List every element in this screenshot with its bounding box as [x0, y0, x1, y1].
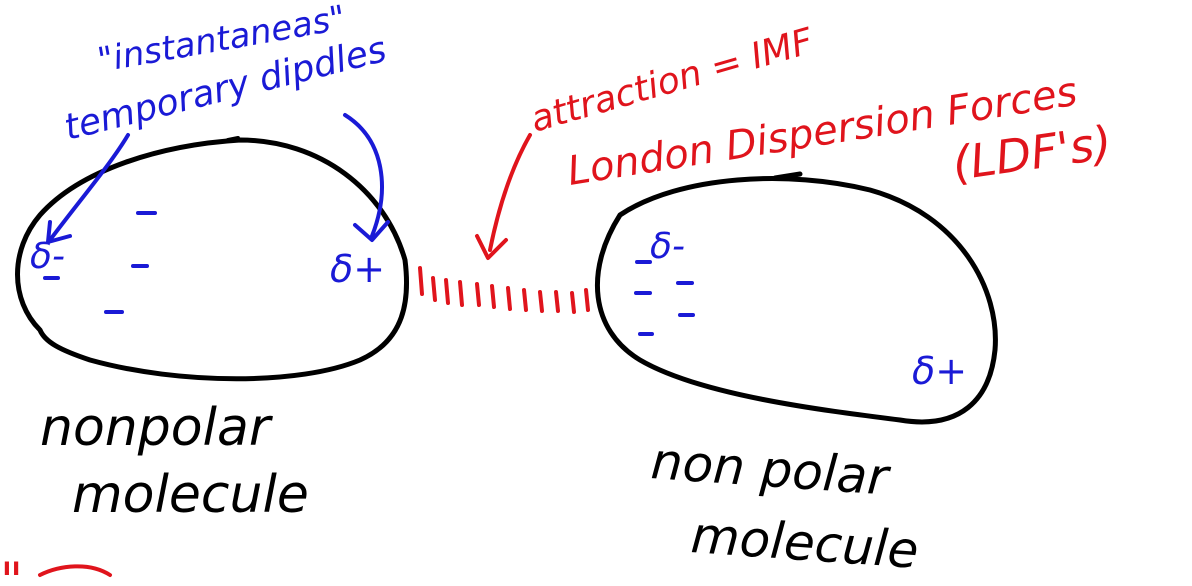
footer-partial-mark: "	[0, 552, 23, 581]
right-partial-negative: δ-	[650, 226, 685, 267]
left-electron-marks	[43, 211, 157, 314]
dipole-arrow-left-head	[46, 220, 72, 244]
dipole-arrow-left	[48, 133, 130, 242]
dipole-arrow-right	[343, 113, 384, 238]
left-molecule-label-line2: molecule	[72, 465, 309, 525]
attraction-line	[458, 280, 464, 307]
right-molecule-outline	[594, 176, 998, 425]
attraction-line	[506, 286, 512, 311]
attraction-line	[490, 284, 496, 309]
footer-partial-stroke	[38, 564, 112, 577]
attraction-line	[431, 276, 437, 302]
attraction-line	[522, 288, 528, 312]
right-molecule-label-line1: non polar	[649, 432, 893, 507]
left-molecule-tick	[226, 136, 240, 142]
left-molecule-outline	[15, 137, 410, 382]
attraction-line	[554, 290, 560, 313]
right-molecule-label-line2: molecule	[689, 506, 920, 580]
dipole-arrow-right-head	[353, 220, 390, 242]
attraction-arrow	[488, 133, 532, 252]
left-molecule-label-line1: nonpolar	[40, 398, 274, 458]
right-partial-positive: δ+	[912, 349, 967, 393]
right-electron-marks	[634, 260, 695, 336]
left-partial-negative: δ-	[30, 236, 65, 277]
attraction-line	[538, 290, 544, 313]
attraction-line	[444, 278, 450, 305]
attraction-line	[418, 266, 424, 296]
attraction-lines	[418, 266, 590, 314]
attraction-line	[475, 282, 481, 307]
attraction-arrow-head	[475, 234, 508, 260]
right-molecule-tick	[772, 171, 803, 181]
attraction-line	[570, 291, 576, 314]
left-partial-positive: δ+	[330, 247, 385, 291]
attraction-line	[584, 288, 590, 312]
